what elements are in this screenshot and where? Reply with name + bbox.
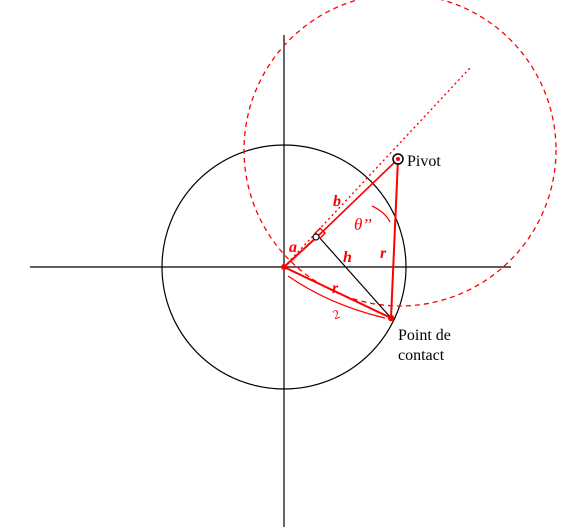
label-b: b xyxy=(333,193,341,210)
pivot-label: Pivot xyxy=(407,153,441,170)
label-r-segment: r xyxy=(332,280,339,297)
segment-b xyxy=(317,158,399,237)
pivot-marker-inner xyxy=(396,157,400,161)
contact-point xyxy=(387,314,395,322)
label-a: a xyxy=(289,239,297,256)
label-theta: θ’’ xyxy=(354,215,372,234)
base-circle xyxy=(161,144,407,390)
contact-label-line1: Point de xyxy=(398,327,451,344)
segment-r-pivot-contact xyxy=(390,158,399,319)
theta-arc xyxy=(371,205,391,223)
half-bracket xyxy=(287,275,386,319)
midpoint-marker xyxy=(312,233,320,241)
label-half: 2 xyxy=(331,306,342,322)
segment-r-origin-contact xyxy=(283,266,392,319)
dashed-circle xyxy=(243,0,557,307)
dotted-ray xyxy=(283,67,471,268)
label-h: h xyxy=(343,249,352,266)
origin-point xyxy=(281,264,287,270)
contact-label-line2: contact xyxy=(398,347,445,364)
label-r-vertical: r xyxy=(380,245,387,262)
segment-h xyxy=(317,235,392,319)
segment-a xyxy=(283,235,319,268)
